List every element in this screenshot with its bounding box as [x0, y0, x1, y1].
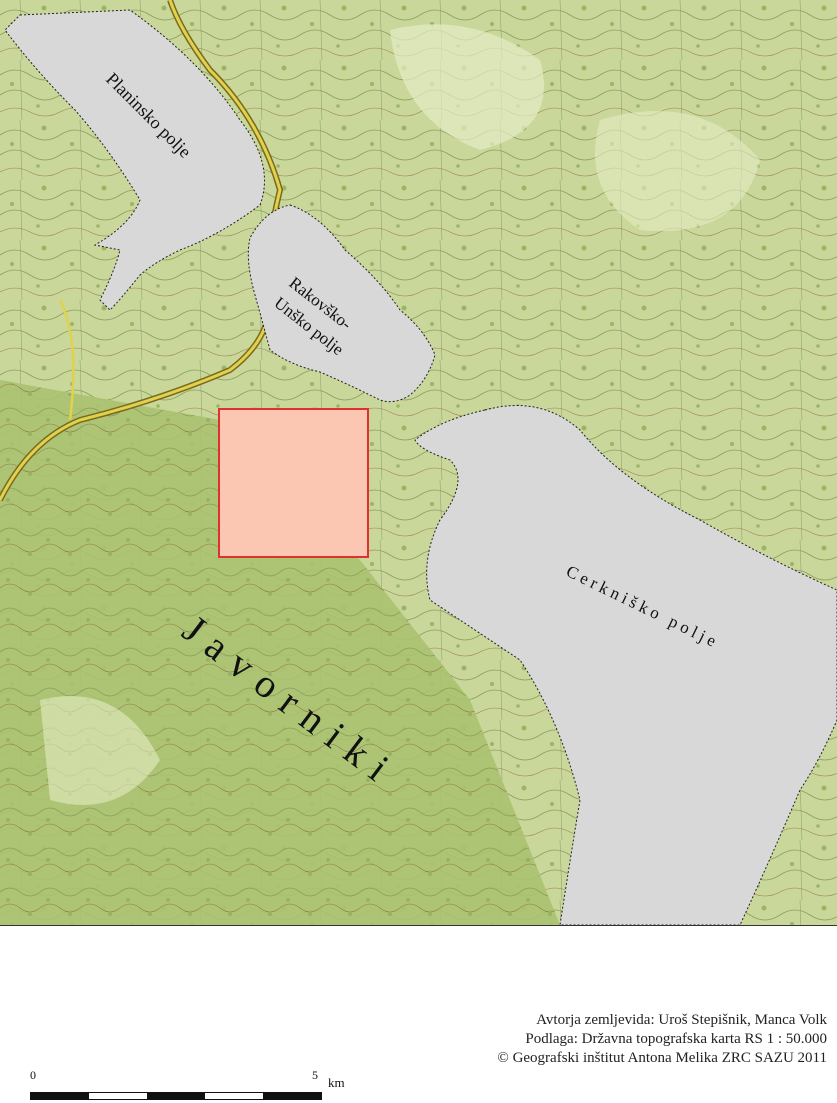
- scale-bar: 0 5 km: [30, 1068, 360, 1102]
- clearing: [40, 696, 160, 805]
- map-canvas: Planinsko polje Rakovško- Unško polje Ce…: [0, 0, 837, 925]
- rakovsko-unsko-polje-area: [247, 204, 436, 403]
- clearing: [595, 111, 760, 232]
- map-credits: Avtorja zemljevida: Uroš Stepišnik, Manc…: [497, 1011, 827, 1068]
- scale-start-label: 0: [30, 1068, 36, 1082]
- secondary-road: [58, 299, 75, 421]
- scale-unit-label: km: [328, 1075, 345, 1090]
- cerknisko-polje-area: [414, 405, 837, 925]
- javorniki-forest-area: [0, 380, 560, 925]
- clearing: [390, 24, 544, 150]
- study-area-rectangle[interactable]: [218, 408, 369, 558]
- scale-segment: [147, 1093, 205, 1099]
- credits-basemap: Podlaga: Državna topografska karta RS 1 …: [525, 1031, 827, 1047]
- planinsko-polje-area: [4, 9, 265, 311]
- scale-bar-graphic: [30, 1092, 322, 1100]
- scale-segment: [263, 1093, 321, 1099]
- scale-segment: [31, 1093, 89, 1099]
- credits-copyright: © Geografski inštitut Antona Melika ZRC …: [497, 1050, 827, 1066]
- credits-authors: Avtorja zemljevida: Uroš Stepišnik, Manc…: [536, 1012, 827, 1028]
- scale-end-label: 5: [312, 1068, 318, 1082]
- topographic-map[interactable]: Planinsko polje Rakovško- Unško polje Ce…: [0, 0, 837, 926]
